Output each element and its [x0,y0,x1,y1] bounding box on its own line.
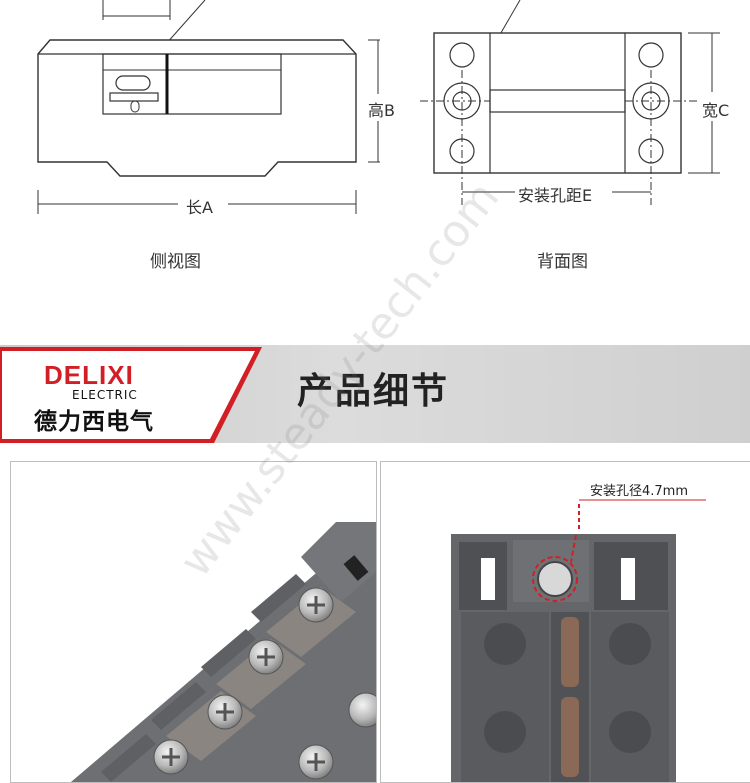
height-dimension-label: 高B [366,97,397,121]
side-view-caption: 侧视图 [150,252,201,272]
brand-sub-label: ELECTRIC [72,388,138,402]
screw-icon [298,587,334,623]
length-dimension-label: 长A [184,194,215,218]
mounting-hole-label: 安装孔径4.7mm [590,484,689,499]
brand-chinese-name: 德力西电气 [34,409,154,435]
section-title: 产品细节 [297,371,450,412]
brand-logo: DELIXI [44,360,134,390]
width-dimension-label: 宽C [700,97,732,121]
side-view-drawing [37,0,380,214]
back-view-drawing [420,0,720,205]
terminal-block-photo [10,461,377,783]
back-detail-photo [380,461,750,783]
hole-spacing-dimension-label: 安装孔距E [516,182,595,206]
back-view-caption: 背面图 [537,252,588,272]
section-banner [0,345,750,443]
